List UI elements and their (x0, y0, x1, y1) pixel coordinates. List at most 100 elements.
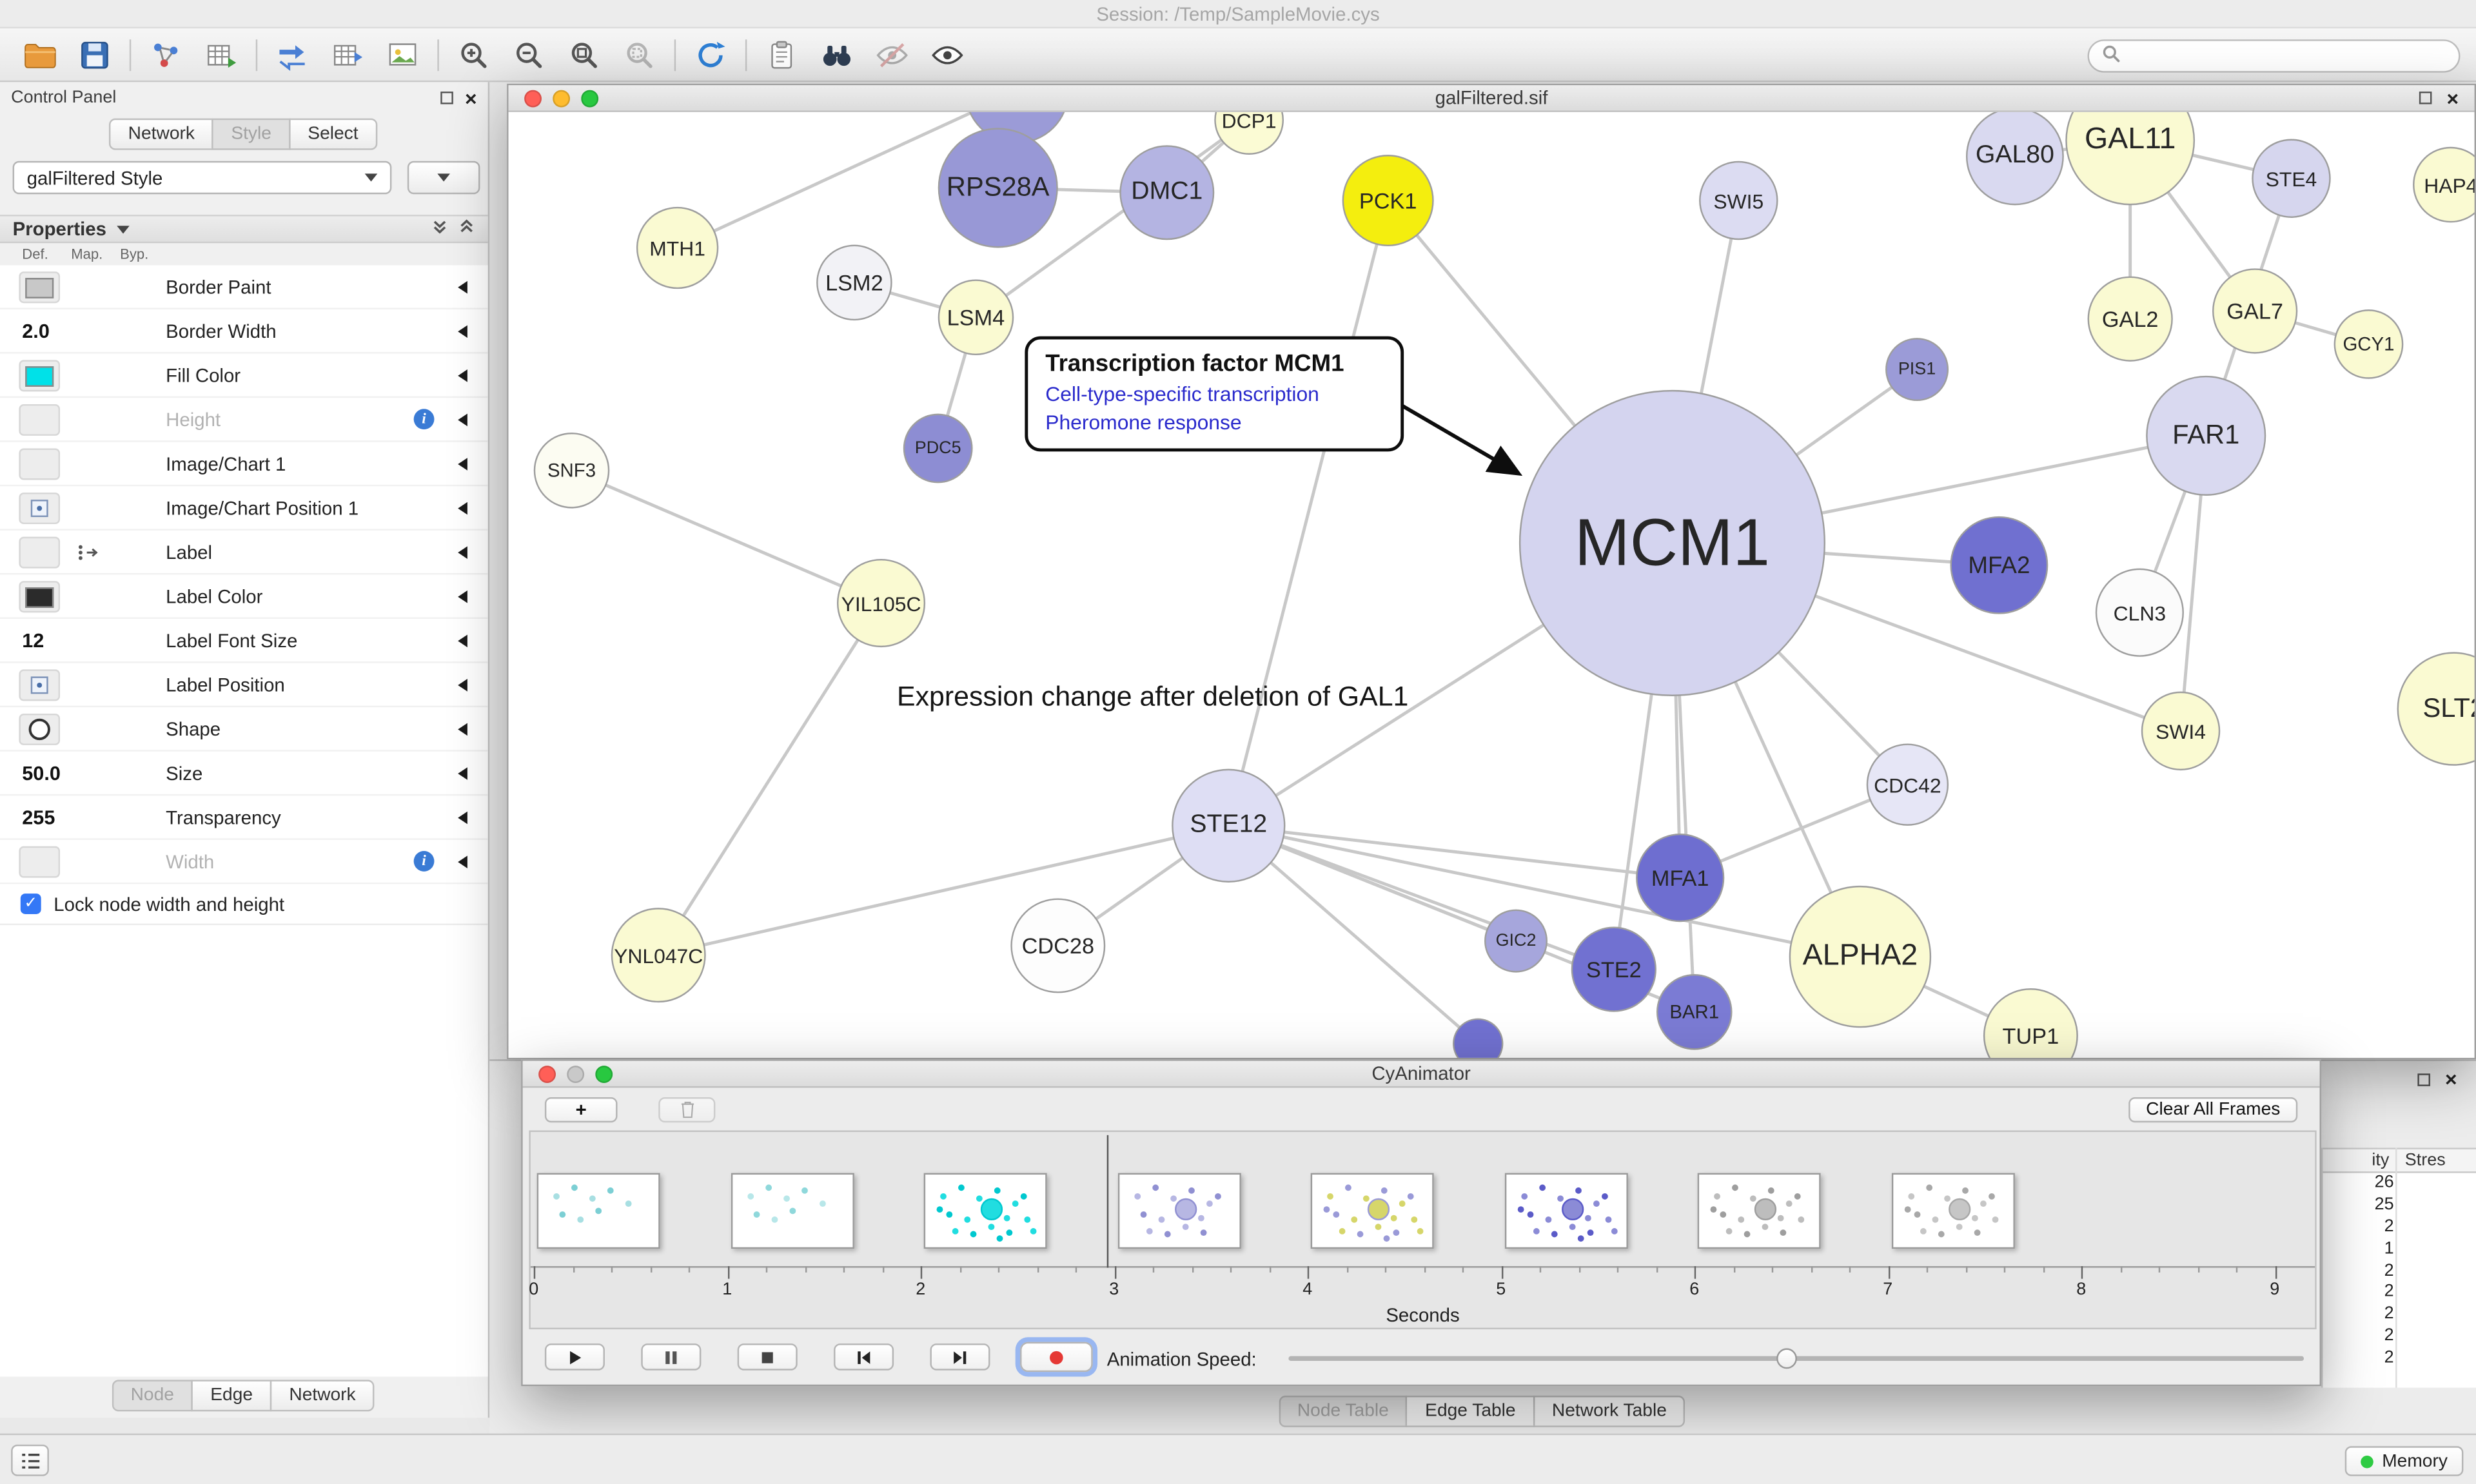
default-value[interactable]: 2.0 (22, 320, 50, 343)
show-all-button[interactable] (924, 34, 971, 75)
minimize-traffic-light[interactable] (553, 89, 571, 107)
property-row-shape[interactable]: Shape (0, 707, 488, 752)
network-node-STE4[interactable]: STE4 (2252, 139, 2331, 218)
import-table-button[interactable] (197, 34, 244, 75)
network-node-MCM1[interactable]: MCM1 (1518, 389, 1826, 697)
add-frame-button[interactable]: + (544, 1096, 618, 1122)
expand-row-icon[interactable] (458, 413, 467, 427)
slider-thumb[interactable] (1776, 1348, 1798, 1369)
annotation-link[interactable]: Cell-type-specific transcription (1045, 382, 1319, 406)
default-value[interactable]: 12 (22, 630, 44, 652)
tab-edge-table[interactable]: Edge Table (1406, 1395, 1535, 1427)
close-traffic-light[interactable] (538, 1064, 556, 1082)
network-node-MTH1[interactable]: MTH1 (636, 206, 719, 289)
table-col-header[interactable]: ity (2372, 1151, 2390, 1170)
frame-thumbnail-2[interactable] (730, 1173, 854, 1249)
hide-selected-button[interactable] (869, 34, 916, 75)
table-row[interactable]: 26 (2323, 1173, 2476, 1195)
table-row[interactable]: 2 (2323, 1217, 2476, 1239)
close-traffic-light[interactable] (524, 89, 542, 107)
network-node-CDC42[interactable]: CDC42 (1866, 743, 1949, 826)
network-edge[interactable] (1228, 824, 1680, 880)
network-node-ALPHA2[interactable]: ALPHA2 (1789, 885, 1932, 1028)
network-node-SNF3[interactable]: SNF3 (533, 433, 610, 509)
expand-row-icon[interactable] (458, 634, 467, 648)
zoom-in-button[interactable] (450, 34, 497, 75)
network-node-PCK1[interactable]: PCK1 (1342, 155, 1434, 247)
zoom-selected-button[interactable] (616, 34, 663, 75)
network-node-GAL7[interactable]: GAL7 (2212, 268, 2298, 354)
default-value-cell[interactable] (19, 404, 61, 436)
tab-network[interactable]: Network (270, 1380, 375, 1412)
float-window-icon[interactable] (2419, 92, 2433, 104)
minimize-traffic-light[interactable] (567, 1064, 585, 1082)
network-edge[interactable] (571, 469, 882, 605)
show-panel-menu-button[interactable] (11, 1444, 49, 1476)
expand-row-icon[interactable] (458, 458, 467, 471)
network-node-TUP1[interactable]: TUP1 (1983, 988, 2078, 1058)
delete-frame-button[interactable] (658, 1096, 716, 1122)
default-value-cell[interactable] (19, 536, 61, 569)
record-button[interactable] (1020, 1342, 1093, 1372)
search-box[interactable] (2087, 39, 2461, 73)
import-network-button[interactable] (142, 34, 189, 75)
network-node-CLN3[interactable]: CLN3 (2095, 568, 2184, 657)
lock-size-row[interactable]: ✓ Lock node width and height (0, 884, 488, 926)
cyanimator-titlebar[interactable]: CyAnimator (522, 1060, 2320, 1088)
network-node-SWI4[interactable]: SWI4 (2141, 691, 2221, 771)
network-node-LSM4[interactable]: LSM4 (938, 279, 1014, 356)
network-node-STE12[interactable]: STE12 (1172, 768, 1286, 883)
network-node-PDC5[interactable]: PDC5 (903, 413, 973, 483)
annotation-box[interactable]: Transcription factor MCM1 Cell-type-spec… (1025, 336, 1404, 452)
tab-network[interactable]: Network (109, 118, 214, 150)
find-button[interactable] (813, 34, 860, 75)
expand-row-icon[interactable] (458, 369, 467, 382)
tab-select[interactable]: Select (288, 118, 377, 150)
open-session-button[interactable] (15, 34, 63, 75)
expand-row-icon[interactable] (458, 767, 467, 780)
frame-thumbnail-1[interactable] (536, 1173, 660, 1249)
table-row[interactable]: 2 (2323, 1305, 2476, 1327)
default-value-cell[interactable] (19, 713, 61, 745)
properties-header[interactable]: Properties (0, 215, 488, 244)
network-node-YIL105C[interactable]: YIL105C (836, 558, 926, 648)
expand-row-icon[interactable] (458, 325, 467, 338)
default-value-cell[interactable] (19, 846, 61, 878)
network-node-RPS28A[interactable]: RPS28A (938, 128, 1058, 248)
frame-thumbnail-8[interactable] (1891, 1173, 2014, 1249)
table-col-header[interactable]: Stres (2404, 1151, 2446, 1170)
close-panel-icon[interactable]: × (2445, 1067, 2457, 1091)
skip-end-button[interactable] (930, 1343, 990, 1371)
zoom-fit-button[interactable] (560, 34, 607, 75)
float-panel-icon[interactable] (441, 92, 454, 104)
network-node-SWI5[interactable]: SWI5 (1699, 161, 1778, 240)
close-panel-icon[interactable]: × (464, 86, 477, 110)
float-panel-icon[interactable] (2418, 1073, 2431, 1086)
table-row[interactable]: 2 (2323, 1327, 2476, 1349)
animation-speed-slider[interactable] (1288, 1348, 2304, 1369)
zoom-traffic-light[interactable] (581, 89, 599, 107)
network-node-MFA2[interactable]: MFA2 (1950, 516, 2049, 614)
collapse-all-icon[interactable] (431, 218, 449, 240)
frame-thumbnail-4[interactable] (1117, 1173, 1241, 1249)
default-value-cell[interactable] (19, 271, 61, 304)
export-image-button[interactable] (379, 34, 426, 75)
network-node-HAP4[interactable]: HAP4 (2413, 146, 2475, 223)
tab-network-table[interactable]: Network Table (1533, 1395, 1686, 1427)
expand-row-icon[interactable] (458, 723, 467, 736)
network-edge[interactable] (1228, 824, 1615, 971)
stop-button[interactable] (737, 1343, 798, 1371)
property-row-border-paint[interactable]: Border Paint (0, 265, 488, 310)
mapping-icon[interactable] (70, 540, 108, 565)
frame-thumbnail-7[interactable] (1697, 1173, 1821, 1249)
frame-thumbnail-5[interactable] (1310, 1173, 1434, 1249)
default-value-cell[interactable] (19, 360, 61, 392)
network-edge[interactable] (1226, 200, 1390, 826)
network-node-LSM2[interactable]: LSM2 (816, 244, 892, 321)
play-button[interactable] (544, 1343, 605, 1371)
network-edge[interactable] (676, 112, 1017, 249)
